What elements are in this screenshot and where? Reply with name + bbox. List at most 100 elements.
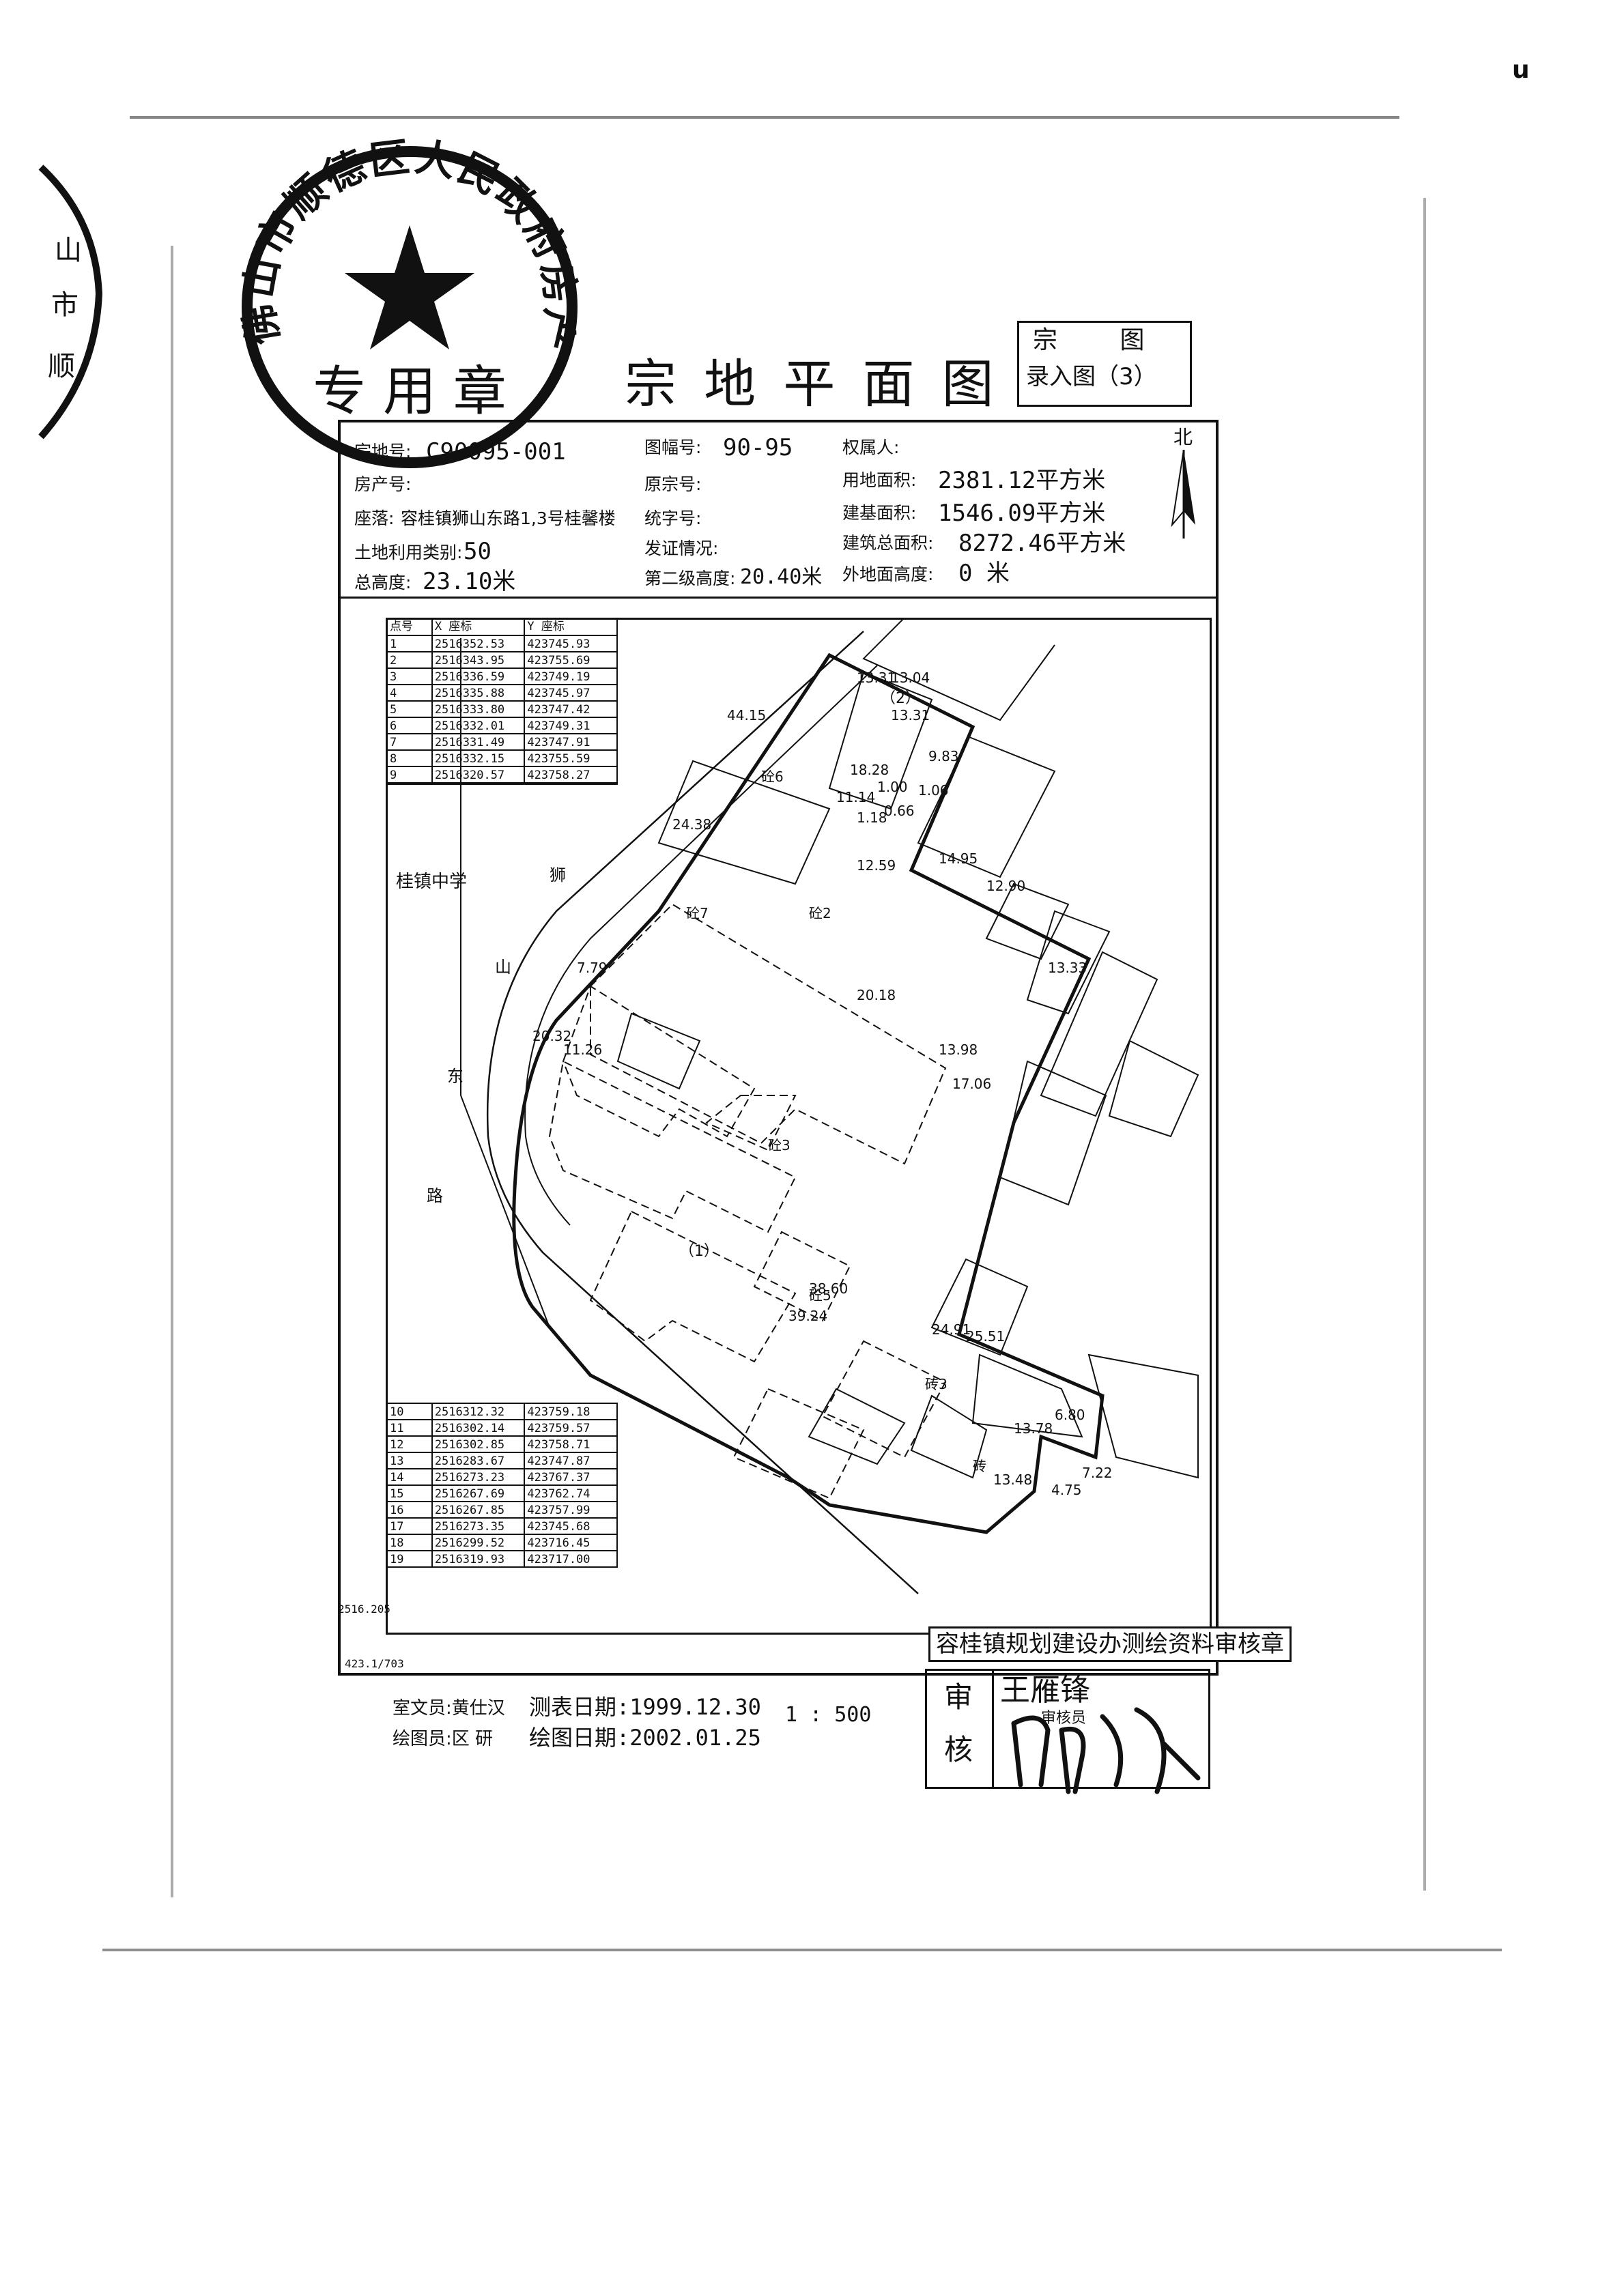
coord-top-x-coord: 2516343.95 [433,652,526,668]
draw-date: 绘图日期:2002.01.25 [529,1725,761,1751]
dimension-label: 12.90 [986,878,1025,894]
reviewer-role: 审核员 [1041,1710,1087,1727]
scan-border-right [1423,198,1426,1891]
cert-status-label: 发证情况: [644,539,719,558]
orig-parcel-label: 原宗号: [644,474,702,494]
dimension-label: 13.31 [857,670,896,686]
dimension-label: 砼6 [761,769,784,785]
second-height-value: 20.40米 [740,565,823,589]
coord-bottom-y-coord: 423762.74 [527,1487,590,1501]
dimension-label: 44.15 [727,707,766,723]
coord-top-point-no: 2 [388,652,433,668]
dimension-label: 11.14 [836,789,875,805]
coord-top-x-coord: 2516320.57 [433,767,526,782]
dimension-label: 13.31 [891,707,930,723]
review-stamp-left-1: 审 [944,1680,973,1714]
coord-top-y-coord: 423758.27 [527,769,590,782]
coord-bottom-point-no: 18 [388,1535,433,1550]
dimension-label: 38.60 [809,1280,848,1297]
survey-date: 测表日期:1999.12.30 [529,1694,761,1720]
dimension-label: 39.24 [788,1308,827,1324]
review-stamp-title: 容桂镇规划建设办测绘资料审核章 [928,1626,1292,1662]
dimension-label: 17.06 [952,1076,991,1092]
dimension-label: 砼7 [686,905,709,921]
grid-y-label: 2516.205 [338,1603,391,1616]
header-box: 宗 图 录入图（3） [1017,321,1192,407]
svg-text:山: 山 [55,235,82,266]
dimension-label: 4.75 [1051,1482,1082,1498]
dimension-label: 砖 [973,1458,986,1474]
parcel-plan: 桂镇中学 狮 山 东 路 （1） （2） 13.3113.0411.1413.3… [396,618,1199,1594]
coord-bottom-point-no: 10 [388,1404,433,1419]
review-stamp: 容桂镇规划建设办测绘资料审核章 审 核 王雁锋 审核员 [925,1621,1292,1794]
coord-bottom-x-coord: 2516267.69 [433,1486,526,1501]
coord-top-y-coord: 423749.31 [527,719,590,733]
dimension-label: 24.38 [672,816,711,833]
parcel-no-label: 宗地号: [354,442,412,461]
dimension-label: 7.22 [1082,1465,1113,1481]
dimension-label: 砼3 [768,1137,790,1153]
total-height-label: 总高度: [354,573,412,592]
coord-top-y-coord: 423749.19 [527,670,590,684]
land-use-label: 土地利用类别: [354,543,463,562]
coord-bottom-x-coord: 2516267.85 [433,1502,526,1517]
map-frame [386,618,1212,1635]
scan-border-top [130,116,1399,119]
dimension-label: 砼2 [809,905,831,921]
official-seal: 佛山市顺德区人民政府房产权证 专 用 章 [232,137,582,468]
total-height-value: 23.10米 [423,568,516,595]
dimension-label: 12.59 [857,857,896,874]
road-char-2: 山 [495,958,511,977]
grid-x-label: 423.1/703 [345,1657,404,1670]
land-area-value: 2381.12平方米 [938,467,1106,494]
coord-bottom-point-no: 13 [388,1453,433,1468]
coord-bottom-point-no: 15 [388,1486,433,1501]
coord-bottom-point-no: 12 [388,1437,433,1452]
coord-top-y-coord: 423745.93 [527,637,590,651]
unified-no-label: 统字号: [644,508,702,528]
dimension-label: 7.79 [577,960,608,976]
drafter-label: 绘图员:区 研 [393,1729,494,1749]
coord-bottom-x-coord: 2516302.14 [433,1420,526,1435]
corner-mark: u [1512,56,1530,84]
coord-bottom-x-coord: 2516283.67 [433,1453,526,1468]
road-char-4: 路 [427,1186,443,1205]
base-area-label: 建基面积: [842,503,917,523]
partial-seal-left: 山 市 顺 [38,164,102,440]
review-stamp-left-2: 核 [944,1733,973,1766]
dimension-label: 24.91 [932,1321,971,1338]
coord-bottom-y-coord: 423745.68 [527,1520,590,1534]
dimension-label: 13.78 [1014,1420,1053,1437]
dimension-label: 18.28 [850,762,889,778]
coord-bottom-point-no: 11 [388,1420,433,1435]
coord-top-y-coord: 423747.91 [527,736,590,749]
page-title: 宗 地 平 面 图 [625,354,999,414]
coord-bottom-x-coord: 2516302.85 [433,1437,526,1452]
coord-top-point-no: 5 [388,702,433,717]
dimension-label: 0.66 [884,803,915,819]
dimension-label: 1.06 [918,782,949,799]
coord-bottom-y-coord: 423757.99 [527,1504,590,1517]
map-no-value: 90-95 [723,434,793,461]
dimension-label: 13.48 [993,1472,1032,1488]
review-stamp-box: 审 核 [925,1669,994,1789]
base-area-value: 1546.09平方米 [938,500,1106,527]
header-box-line2: 录入图（3） [1026,363,1157,390]
coord-bottom-y-coord: 423716.45 [527,1536,590,1550]
map-scale: 1 : 500 [785,1703,872,1727]
coord-top-point-no: 9 [388,767,433,782]
north-label: 北 [1173,426,1193,448]
dimension-label: 11.26 [563,1042,602,1058]
dimension-label: 1.00 [877,779,908,795]
coord-top-point-no: 4 [388,685,433,700]
coord-bottom-point-no: 17 [388,1519,433,1534]
